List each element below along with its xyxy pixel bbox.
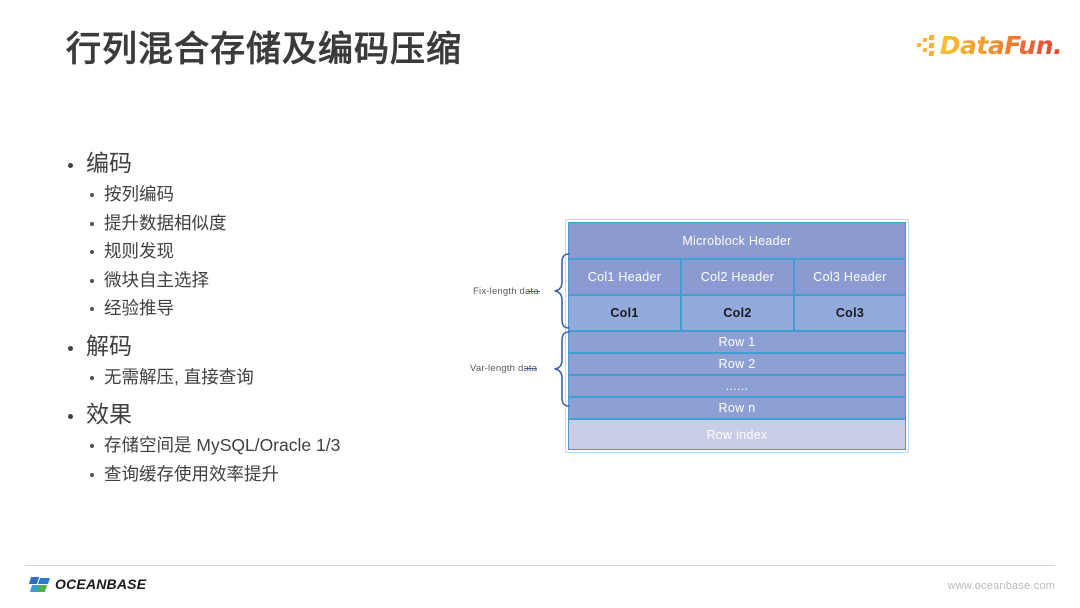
- list-item-label: 存储空间是 MySQL/Oracle 1/3: [104, 435, 341, 455]
- annotation-var-length-leader: [525, 368, 537, 369]
- footer-divider: [25, 565, 1055, 566]
- content-bullet-list: 编码 按列编码 提升数据相似度 规则发现 微块自主选择 经验推导: [62, 152, 492, 483]
- bullet-dot-icon: [90, 307, 94, 311]
- section-heading-label: 解码: [86, 332, 132, 359]
- diagram-outer-frame: [565, 219, 909, 453]
- section-heading-decoding: 解码: [62, 332, 492, 359]
- microblock-diagram: Microblock Header Col1 Header Col2 Heade…: [568, 222, 906, 450]
- list-item: 经验推导: [62, 298, 492, 318]
- datafun-dots-icon: [916, 34, 939, 56]
- diagram-col2-header: Col2 Header: [681, 259, 794, 295]
- list-item-label: 微块自主选择: [104, 269, 209, 290]
- diagram-col2-value: Col2: [681, 295, 794, 331]
- diagram-col3-header: Col3 Header: [794, 259, 906, 295]
- list-item: 查询缓存使用效率提升: [62, 463, 492, 484]
- footer-url: www.oceanbase.com: [947, 580, 1055, 592]
- list-item-label: 规则发现: [104, 241, 174, 261]
- bullet-dot-icon: [68, 345, 73, 351]
- oceanbase-logo: OCEANBASE: [28, 576, 147, 592]
- annotation-var-length-data: Var-length data: [470, 363, 538, 374]
- section-heading-label: 效果: [86, 401, 132, 427]
- diagram-row-2: Row 2: [568, 353, 906, 375]
- sublist-effect: 存储空间是 MySQL/Oracle 1/3 查询缓存使用效率提升: [62, 435, 492, 484]
- sublist-decoding: 无需解压, 直接查询: [62, 366, 492, 387]
- list-item: 规则发现: [62, 241, 492, 261]
- datafun-wordmark: DataFun.: [939, 30, 1063, 60]
- list-item: 按列编码: [62, 184, 492, 204]
- diagram-row-index: Row index: [568, 419, 906, 450]
- list-item-label: 无需解压, 直接查询: [104, 366, 254, 387]
- diagram-row-ellipsis: ......: [568, 375, 906, 397]
- list-item: 提升数据相似度: [62, 212, 492, 233]
- bullet-dot-icon: [90, 193, 94, 197]
- brace-var-length-icon: [554, 331, 570, 407]
- diagram-col3-value: Col3: [794, 295, 906, 331]
- brace-fix-length-icon: [554, 253, 570, 329]
- bullet-dot-icon: [90, 278, 94, 283]
- diagram-microblock-header: Microblock Header: [568, 222, 906, 259]
- bullet-dot-icon: [68, 414, 73, 419]
- diagram-row-n: Row n: [568, 397, 906, 419]
- bullet-dot-icon: [90, 472, 94, 477]
- list-item-label: 提升数据相似度: [104, 212, 227, 233]
- list-item: 无需解压, 直接查询: [62, 366, 492, 387]
- page-title: 行列混合存储及编码压缩: [66, 30, 463, 69]
- annotation-fix-length-data: Fix-length data: [473, 286, 539, 297]
- diagram-row-1: Row 1: [568, 331, 906, 353]
- sublist-encoding: 按列编码 提升数据相似度 规则发现 微块自主选择 经验推导: [62, 184, 492, 318]
- list-item: 存储空间是 MySQL/Oracle 1/3: [62, 435, 492, 455]
- list-item: 微块自主选择: [62, 269, 492, 290]
- oceanbase-wordmark: OCEANBASE: [55, 576, 147, 592]
- bullet-dot-icon: [90, 375, 94, 380]
- diagram-col1-value: Col1: [568, 295, 681, 331]
- list-item-label: 按列编码: [104, 184, 174, 204]
- oceanbase-mark-icon: [28, 576, 50, 592]
- section-heading-label: 编码: [86, 150, 132, 176]
- diagram-col1-header: Col1 Header: [568, 259, 681, 295]
- bullet-dot-icon: [90, 444, 94, 448]
- annotation-fix-length-leader: [528, 291, 540, 292]
- list-item-label: 查询缓存使用效率提升: [104, 463, 279, 484]
- bullet-dot-icon: [90, 250, 94, 254]
- section-heading-encoding: 编码: [62, 152, 492, 175]
- list-item-label: 经验推导: [104, 298, 174, 318]
- datafun-logo: DataFun.: [916, 30, 1063, 60]
- section-heading-effect: 效果: [62, 403, 492, 426]
- diagram-brace-icons: [554, 253, 570, 407]
- bullet-dot-icon: [68, 163, 73, 168]
- bullet-dot-icon: [90, 221, 94, 226]
